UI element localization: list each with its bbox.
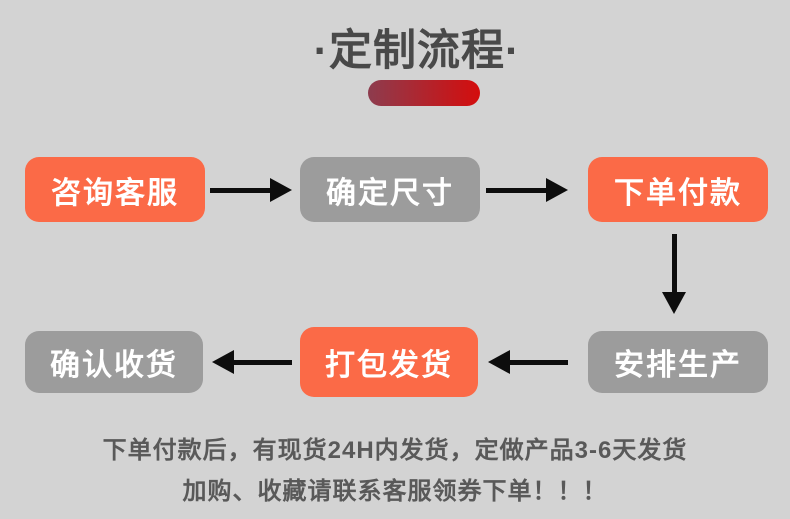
- arrow-left-icon: [488, 340, 568, 384]
- title-underline-decoration: [368, 80, 480, 106]
- flow-step-place-order-pay: 下单付款: [588, 157, 768, 222]
- flow-step-arrange-production: 安排生产: [588, 331, 768, 393]
- arrow-head: [212, 350, 234, 374]
- flow-step-confirm-size: 确定尺寸: [300, 157, 480, 222]
- coupon-note: 加购、收藏请联系客服领券下单！！！: [182, 478, 608, 505]
- flow-step-confirm-receipt: 确认收货: [25, 331, 203, 393]
- arrow-shaft: [234, 359, 292, 365]
- shipping-note: 下单付款后，有现货24H内发货，定做产品3-6天发货: [102, 437, 688, 464]
- arrow-down-icon: [661, 234, 687, 314]
- arrow-head: [270, 178, 292, 202]
- arrow-shaft: [486, 187, 546, 193]
- arrow-head: [546, 178, 568, 202]
- flow-step-pack-ship: 打包发货: [300, 327, 478, 397]
- arrow-shaft: [210, 187, 270, 193]
- flow-step-consult-service: 咨询客服: [25, 157, 205, 222]
- arrow-right-icon: [210, 168, 292, 212]
- arrow-shaft: [671, 234, 677, 292]
- arrow-left-icon: [212, 340, 292, 384]
- arrow-head: [662, 292, 686, 314]
- arrow-head: [488, 350, 510, 374]
- arrow-shaft: [510, 359, 568, 365]
- arrow-right-icon: [486, 168, 568, 212]
- section-title: ·定制流程·: [313, 27, 521, 75]
